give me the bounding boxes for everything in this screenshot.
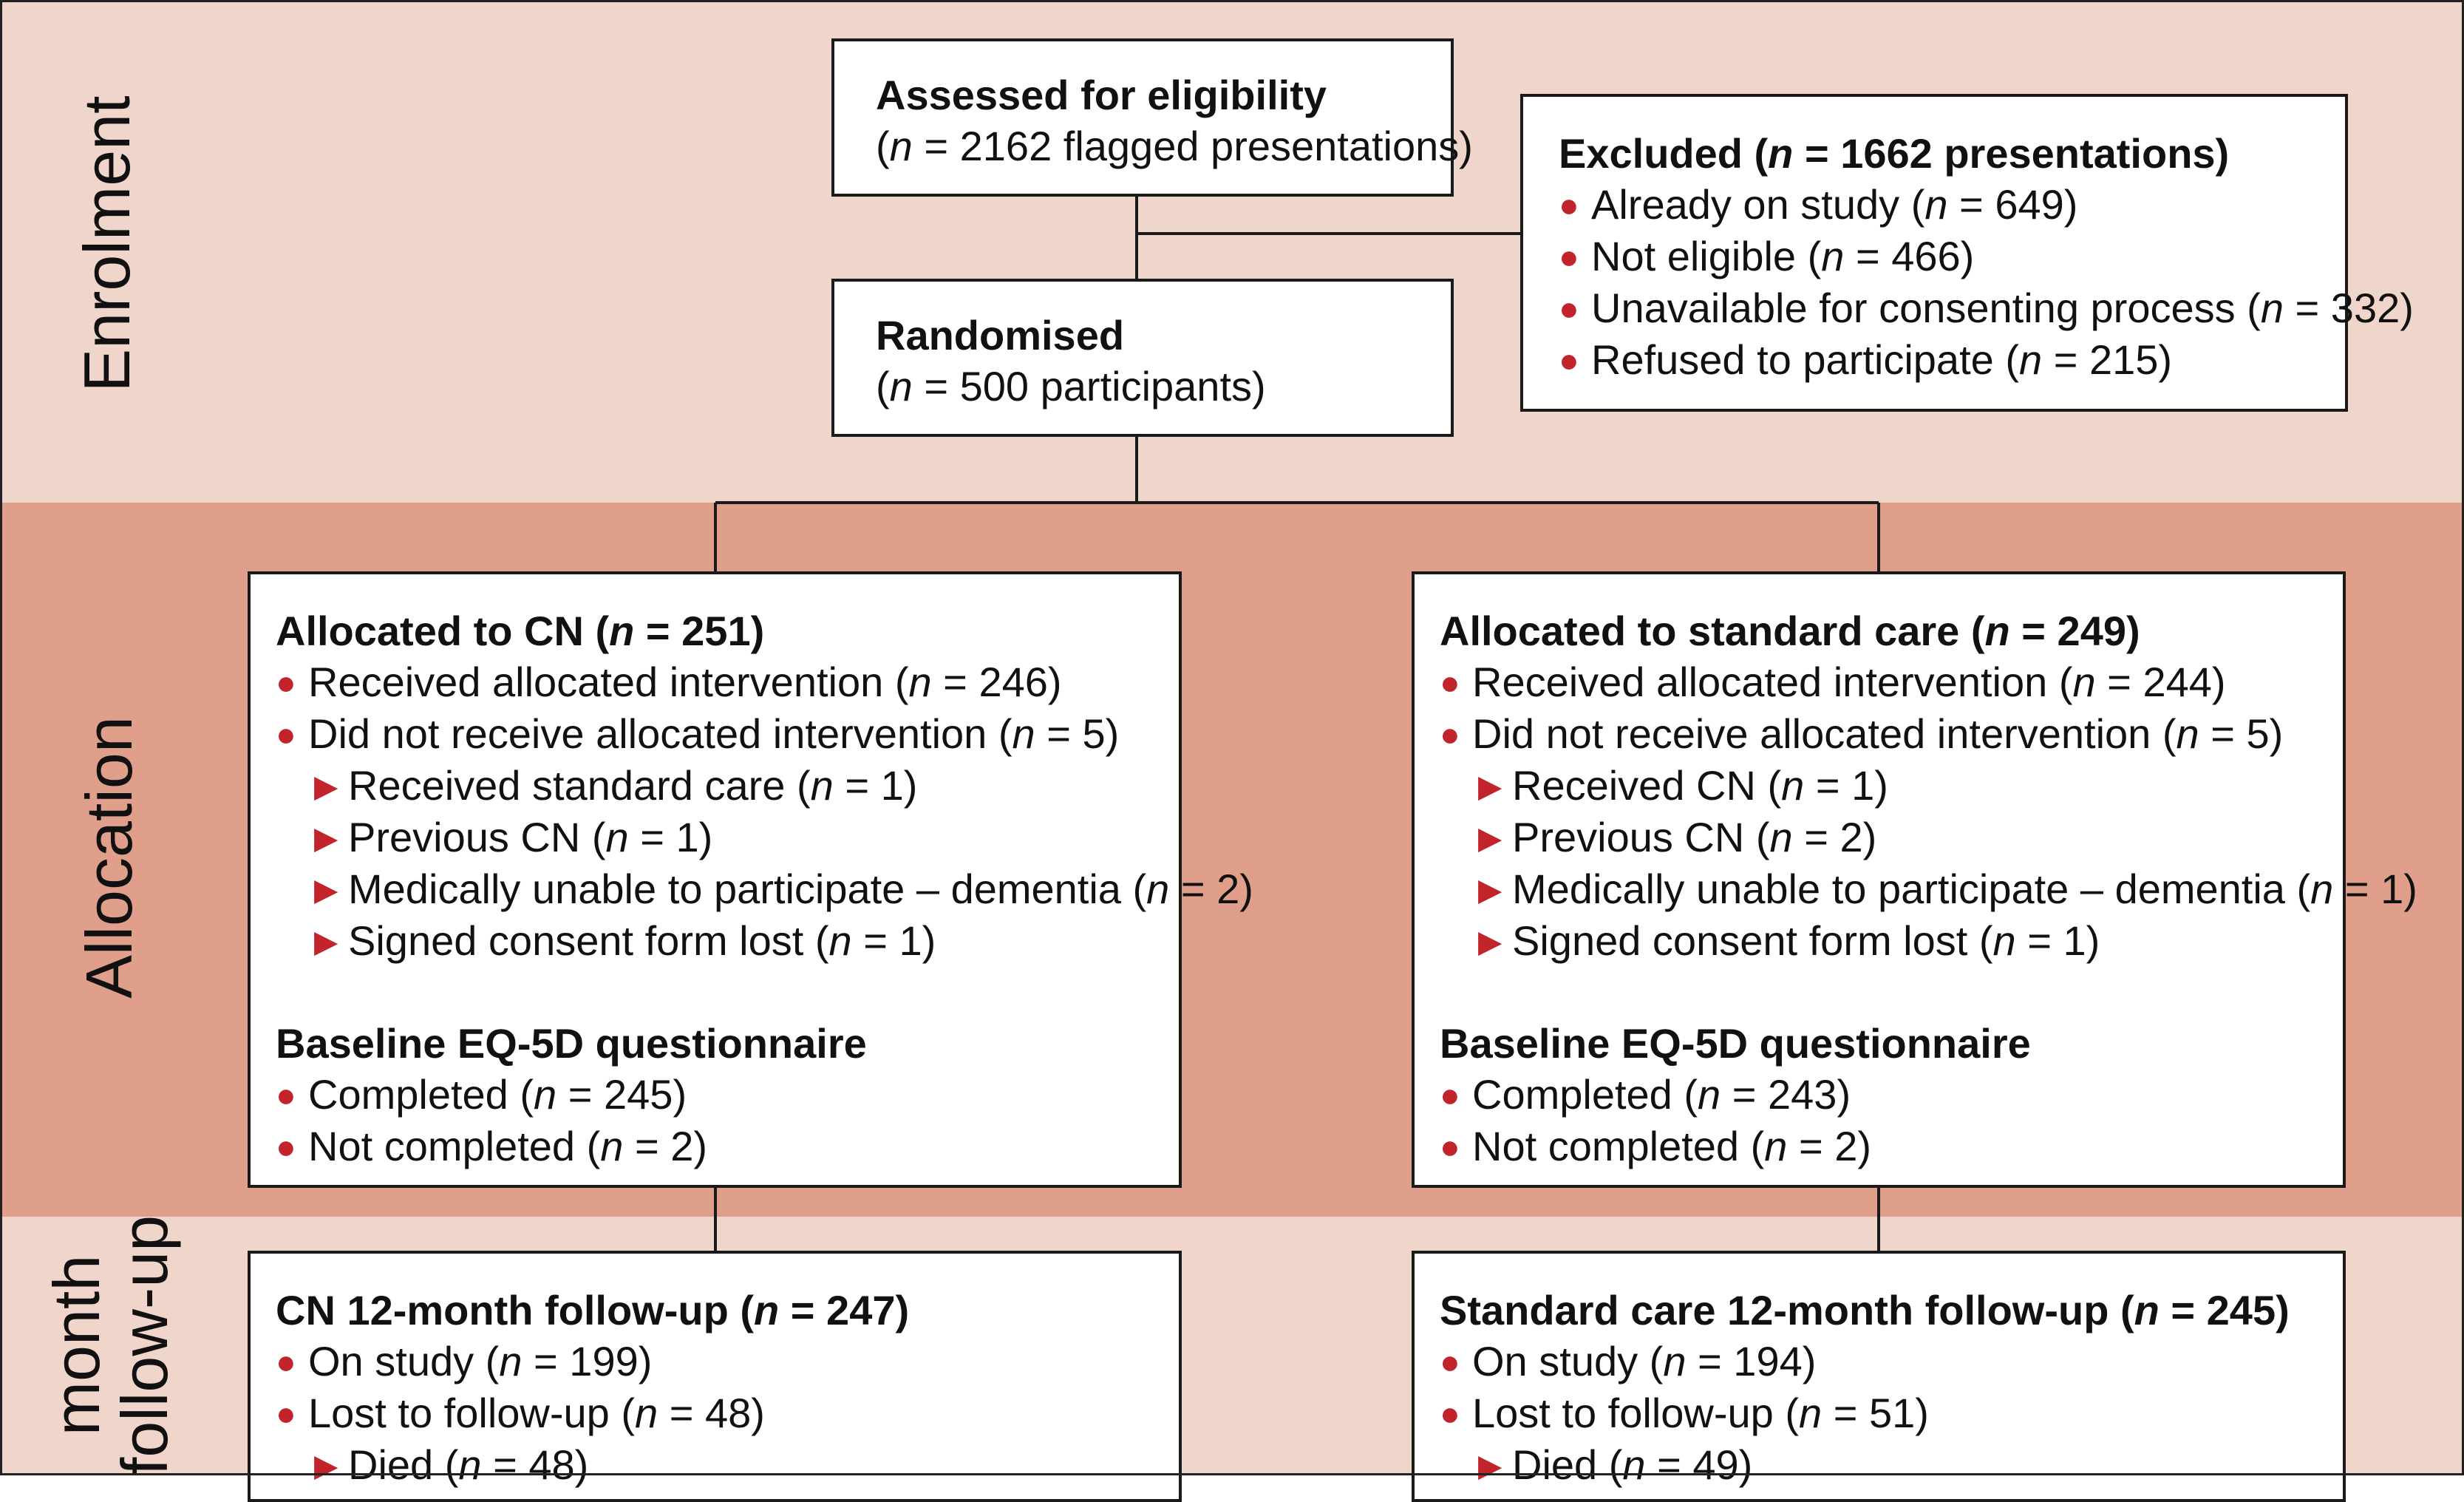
sub-list-item: ▶Medically unable to participate – demen… [276,863,1253,915]
list-item: ●Not eligible (n = 466) [1559,231,2345,282]
dot-bullet-icon: ● [1559,186,1579,224]
follow-sc-subitems: ▶Died (n = 49) [1440,1439,2343,1491]
alloc-cn-box: Allocated to CN (n = 251) ●Received allo… [248,571,1253,1188]
list-item: ●Received allocated intervention (n = 24… [276,656,1179,708]
alloc-sc-subitems: ▶Received CN (n = 1)▶Previous CN (n = 2)… [1440,760,2417,967]
sub-list-item: ▶Received standard care (n = 1) [276,760,1179,812]
list-item: ●Not completed (n = 2) [276,1121,1179,1172]
phase-label-followup: month follow-up [40,1214,181,1476]
arrow-bullet-icon: ▶ [1478,872,1502,907]
list-item: ●On study (n = 199) [276,1336,1179,1387]
assessed-count: (n = 2162 flagged presentations) [876,123,1473,169]
assessed-title: Assessed for eligibility [876,72,1327,118]
follow-cn-items: ●On study (n = 199)●Lost to follow-up (n… [276,1336,1179,1439]
arrow-bullet-icon: ▶ [314,820,338,855]
follow-cn-box: CN 12-month follow-up (n = 247) ●On stud… [248,1251,1182,1502]
arrow-bullet-icon: ▶ [1478,1448,1502,1483]
phase-label-enrolment: Enrolment [70,95,143,393]
sub-list-item: ▶Medically unable to participate – demen… [1440,863,2417,915]
dot-bullet-icon: ● [276,1394,296,1433]
dot-bullet-icon: ● [1440,1127,1460,1166]
follow-sc-title: Standard care 12-month follow-up (n = 24… [1440,1287,2290,1333]
alloc-sc-items: ●Received allocated intervention (n = 24… [1440,656,2343,760]
follow-cn-title: CN 12-month follow-up (n = 247) [276,1287,910,1333]
follow-sc-box: Standard care 12-month follow-up (n = 24… [1412,1251,2346,1502]
randomised-count: (n = 500 participants) [876,363,1266,410]
alloc-sc-baseline-items: ●Completed (n = 243)●Not completed (n = … [1440,1069,2343,1172]
alloc-cn-subitems: ▶Received standard care (n = 1)▶Previous… [276,760,1253,967]
arrow-bullet-icon: ▶ [1478,820,1502,855]
dot-bullet-icon: ● [1440,1075,1460,1114]
alloc-sc-box: Allocated to standard care (n = 249) ●Re… [1412,571,2417,1188]
sub-list-item: ▶Died (n = 48) [276,1439,1179,1491]
follow-sc-items: ●On study (n = 194)●Lost to follow-up (n… [1440,1336,2343,1439]
alloc-sc-baseline-title: Baseline EQ-5D questionnaire [1440,1020,2031,1067]
list-item: ●Received allocated intervention (n = 24… [1440,656,2343,708]
dot-bullet-icon: ● [1440,1394,1460,1433]
arrow-bullet-icon: ▶ [314,924,338,959]
list-item: ●Completed (n = 245) [276,1069,1179,1121]
arrow-bullet-icon: ▶ [1478,924,1502,959]
alloc-cn-baseline-items: ●Completed (n = 245)●Not completed (n = … [276,1069,1179,1172]
alloc-sc-title: Allocated to standard care (n = 249) [1440,608,2140,654]
list-item: ●Unavailable for consenting process (n =… [1559,282,2414,334]
arrow-bullet-icon: ▶ [314,769,338,803]
list-item: ●Not completed (n = 2) [1440,1121,2343,1172]
list-item: ●Did not receive allocated intervention … [1440,708,2343,760]
arrow-bullet-icon: ▶ [314,1448,338,1483]
dot-bullet-icon: ● [1559,289,1579,327]
alloc-cn-baseline-title: Baseline EQ-5D questionnaire [276,1020,867,1067]
phase-label-followup-line2: follow-up [108,1214,181,1476]
dot-bullet-icon: ● [276,715,296,753]
sub-list-item: ▶Previous CN (n = 2) [1440,812,2343,863]
dot-bullet-icon: ● [1440,663,1460,701]
dot-bullet-icon: ● [276,1127,296,1166]
alloc-cn-title: Allocated to CN (n = 251) [276,608,765,654]
sub-list-item: ▶Received CN (n = 1) [1440,760,2343,812]
dot-bullet-icon: ● [276,1075,296,1114]
dot-bullet-icon: ● [1440,1342,1460,1381]
follow-cn-subitems: ▶Died (n = 48) [276,1439,1179,1491]
dot-bullet-icon: ● [276,663,296,701]
excluded-list: ●Already on study (n = 649)●Not eligible… [1559,179,2414,386]
randomised-title: Randomised [876,312,1125,358]
excluded-box: Excluded (n = 1662 presentations) ●Alrea… [1520,94,2414,412]
sub-list-item: ▶Died (n = 49) [1440,1439,2343,1491]
list-item: ●Did not receive allocated intervention … [276,708,1179,760]
dot-bullet-icon: ● [1440,715,1460,753]
sub-list-item: ▶Signed consent form lost (n = 1) [276,915,1179,967]
dot-bullet-icon: ● [1559,341,1579,379]
phase-label-followup-line1: month [40,1254,113,1436]
sub-list-item: ▶Previous CN (n = 1) [276,812,1179,863]
list-item: ●On study (n = 194) [1440,1336,2343,1387]
sub-list-item: ▶Signed consent form lost (n = 1) [1440,915,2343,967]
arrow-bullet-icon: ▶ [1478,769,1502,803]
phase-label-allocation: Allocation [72,716,146,999]
list-item: ●Lost to follow-up (n = 48) [276,1387,1179,1439]
arrow-bullet-icon: ▶ [314,872,338,907]
list-item: ●Completed (n = 243) [1440,1069,2343,1121]
randomised-box: Randomised (n = 500 participants) [831,279,1454,437]
list-item: ●Refused to participate (n = 215) [1559,334,2345,386]
excluded-title: Excluded (n = 1662 presentations) [1559,130,2230,177]
dot-bullet-icon: ● [1559,237,1579,276]
assessed-box: Assessed for eligibility (n = 2162 flagg… [831,38,1473,197]
list-item: ●Already on study (n = 649) [1559,179,2345,231]
list-item: ●Lost to follow-up (n = 51) [1440,1387,2343,1439]
dot-bullet-icon: ● [276,1342,296,1381]
alloc-cn-items: ●Received allocated intervention (n = 24… [276,656,1179,760]
